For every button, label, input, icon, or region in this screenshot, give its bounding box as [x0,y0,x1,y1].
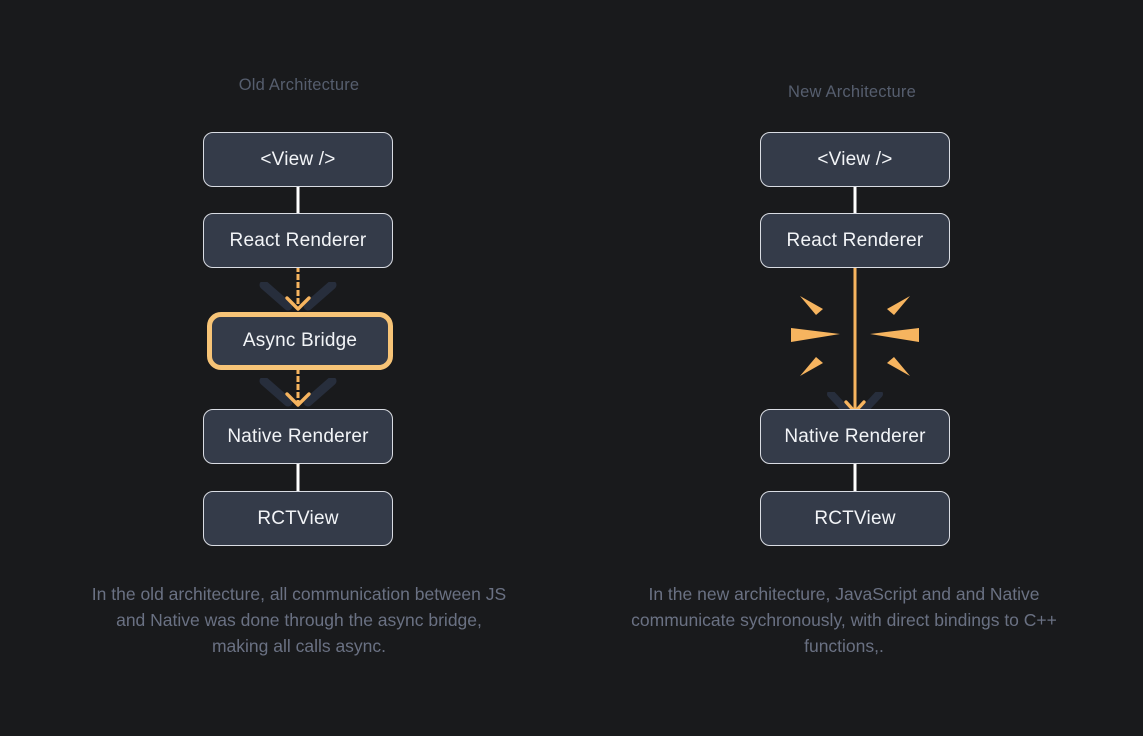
node-label: <View /> [260,148,336,170]
column-title-old-architecture: Old Architecture [238,76,360,94]
node-label: React Renderer [786,229,924,251]
node-label: Native Renderer [227,425,369,447]
node-new-view[interactable]: <View /> [760,132,950,187]
node-label: RCTView [814,507,896,529]
caption-new-architecture: In the new architecture, JavaScript and … [631,584,1057,656]
connector-view-to-react-renderer-old [296,186,300,215]
node-old-async-bridge[interactable]: Async Bridge [207,312,393,370]
node-label: Async Bridge [242,330,358,351]
node-old-view[interactable]: <View /> [203,132,393,187]
connector-react-renderer-to-native-renderer [853,266,857,411]
column-title-new-architecture: New Architecture [788,83,916,101]
node-old-react-renderer[interactable]: React Renderer [203,213,393,268]
node-old-native-renderer[interactable]: Native Renderer [203,409,393,464]
node-label: <View /> [817,148,893,170]
connector-async-bridge-to-native-renderer [296,368,300,406]
node-new-rctview[interactable]: RCTView [760,491,950,546]
node-label: React Renderer [229,229,367,251]
connector-native-renderer-to-rctview-new [853,463,857,492]
node-label: RCTView [257,507,339,529]
node-new-react-renderer[interactable]: React Renderer [760,213,950,268]
connector-native-renderer-to-rctview-old [296,463,300,492]
connector-react-renderer-to-async-bridge [296,266,300,304]
node-label: Native Renderer [784,425,926,447]
caption-old-architecture: In the old architecture, all communicati… [91,584,507,656]
connector-view-to-react-renderer-new [853,186,857,215]
node-new-native-renderer[interactable]: Native Renderer [760,409,950,464]
node-old-rctview[interactable]: RCTView [203,491,393,546]
